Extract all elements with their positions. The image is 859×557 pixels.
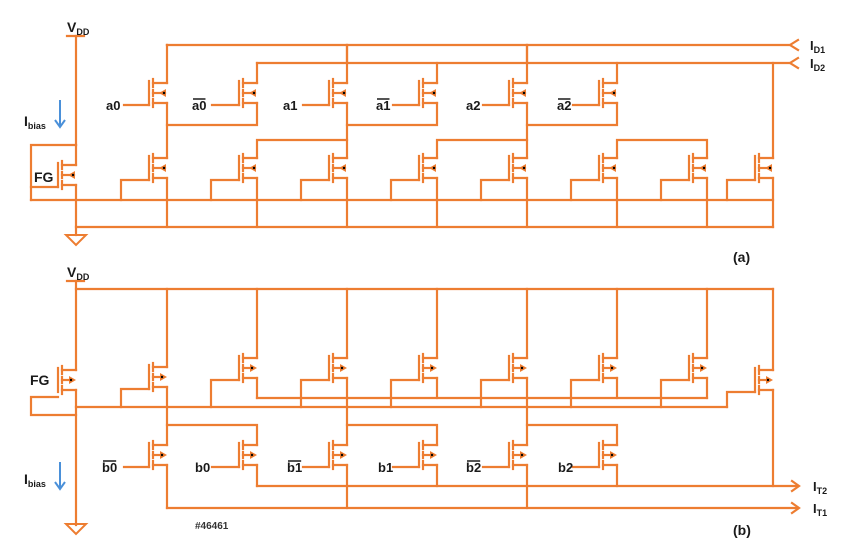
bias-arrow-head-icon-b: [54, 481, 66, 491]
bridge-wire-a-2: [435, 138, 529, 160]
source-wires-a: [165, 176, 775, 229]
source-transistor-a-7: [687, 152, 709, 184]
caption-b: (b): [733, 522, 751, 538]
input-transistor-a0: a0: [106, 43, 259, 127]
ground-symbol-b: [63, 523, 89, 536]
vdd-label-b: VDD: [67, 264, 90, 282]
it1-label: IT1: [813, 501, 827, 518]
input-transistor-b0: b0: [195, 439, 259, 488]
fg-transistor-a: FG: [29, 143, 78, 237]
source-transistors-b: [147, 352, 775, 396]
input-transistor-a1: a1: [283, 43, 439, 127]
vdd-terminal-b: VDD: [65, 264, 90, 283]
source-transistors-a: [147, 152, 775, 184]
input-transistor-a0-bar: a0: [192, 61, 259, 113]
it2-arrow-icon: [790, 479, 801, 493]
input-transistor-a1-bar: a1: [376, 61, 439, 113]
id2-label: ID2: [810, 56, 825, 73]
vdd-terminal-a: VDD: [65, 19, 90, 38]
ibias-indicator-a: Ibias: [24, 100, 66, 131]
input-label-b1-bar: b1: [287, 460, 302, 475]
bridge-wire-a-3: [615, 138, 709, 160]
id1-label: ID1: [810, 38, 825, 55]
input-transistor-b1-bar: b1: [287, 439, 349, 510]
gate-wires-a: [119, 178, 757, 202]
input-transistor-b2-bar: b2: [466, 439, 529, 510]
input-label-a2: a2: [466, 98, 480, 113]
fg-label-b: FG: [30, 372, 50, 388]
input-transistor-a2: a2: [466, 43, 619, 127]
source-transistor-a-8: [753, 152, 775, 184]
input-label-a0: a0: [106, 98, 120, 113]
panel-b: VDD FG Ibias: [24, 264, 827, 538]
fg-label-a: FG: [34, 169, 54, 185]
ibias-label-b: Ibias: [24, 471, 46, 489]
it1-arrow-icon: [790, 501, 801, 515]
figure-id-label: #46461: [195, 521, 229, 532]
input-label-b2: b2: [558, 460, 573, 475]
input-transistor-b0-bar: b0: [102, 439, 169, 510]
ibias-label-a: Ibias: [24, 113, 46, 131]
vdd-label-a: VDD: [67, 19, 90, 37]
input-label-a1-bar: a1: [376, 98, 390, 113]
source-transistor-a-3: [327, 152, 349, 184]
ground-symbol-a: [63, 234, 89, 247]
input-label-a2-bar: a2: [557, 98, 571, 113]
bridge-wire-b-3: [525, 423, 619, 447]
input-transistor-b1: b1: [378, 439, 439, 488]
input-label-b0: b0: [195, 460, 210, 475]
source-transistor-a-4: [417, 152, 439, 184]
input-label-a0-bar: a0: [192, 98, 206, 113]
input-label-b1: b1: [378, 460, 393, 475]
input-transistor-a2-bar: a2: [557, 61, 619, 113]
bridge-wire-b-1: [165, 423, 259, 447]
ibias-indicator-b: Ibias: [24, 462, 66, 491]
panel-a: VDD Ibias FG ID1 ID2: [24, 19, 825, 265]
id1-arrow-icon: [787, 38, 800, 52]
source-drain-wires-b: [119, 287, 775, 488]
source-transistor-a-6: [597, 152, 619, 184]
input-transistor-b2: b2: [558, 439, 619, 488]
input-label-a1: a1: [283, 98, 297, 113]
source-transistor-a-5: [507, 152, 529, 184]
source-transistor-a-1: [147, 152, 169, 184]
bias-arrow-head-icon: [54, 119, 66, 129]
fg-transistor-b: FG: [29, 364, 78, 527]
input-label-b0-bar: b0: [102, 460, 117, 475]
caption-a: (a): [733, 249, 750, 265]
input-label-b2-bar: b2: [466, 460, 481, 475]
source-transistor-a-2: [237, 152, 259, 184]
bridge-wire-a-1: [255, 138, 349, 160]
it2-label: IT2: [813, 479, 827, 496]
id2-arrow-icon: [787, 56, 800, 70]
bridge-wire-b-2: [345, 423, 439, 447]
